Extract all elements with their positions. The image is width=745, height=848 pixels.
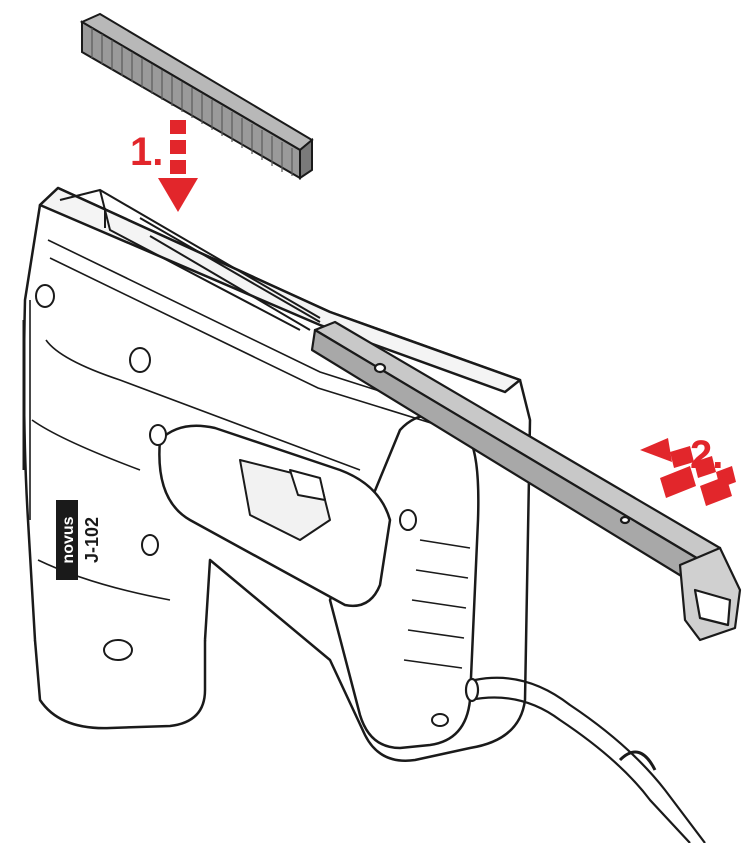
feeder-bar xyxy=(310,320,742,642)
step1-arrow-head xyxy=(158,178,198,212)
brand-plate: novus J-102 xyxy=(56,500,102,580)
brand-plate-bg xyxy=(56,500,78,580)
staple-strip-end xyxy=(299,137,313,180)
staple-strip-top xyxy=(79,12,314,152)
step1-arrow-dash3 xyxy=(170,160,186,174)
step1-arrow-dash2 xyxy=(170,140,186,154)
model-name: J-102 xyxy=(82,517,102,563)
brand-name: novus xyxy=(60,516,77,563)
stapler-handle-base xyxy=(33,639,207,730)
step2-label: 2. xyxy=(690,433,723,477)
rivet-lower xyxy=(141,534,159,556)
step1-label: 1. xyxy=(130,130,163,174)
staple-lines xyxy=(91,28,293,176)
rivet-mid xyxy=(129,347,151,373)
power-cord xyxy=(464,676,706,844)
rivet-top-left xyxy=(35,284,55,308)
stapler-top-face xyxy=(38,186,522,394)
rivet-grip xyxy=(399,509,417,531)
body-detail-lines xyxy=(22,239,471,669)
step2-arrow-head xyxy=(640,438,672,462)
stapler-body xyxy=(22,186,532,762)
rivet-lever xyxy=(149,424,167,446)
staple-strip-face xyxy=(81,20,301,180)
step1-arrow-dash1 xyxy=(170,120,186,134)
rivet-bottom xyxy=(431,713,449,727)
rivets xyxy=(35,284,449,727)
step2-arrow xyxy=(640,438,736,506)
magazine-channel xyxy=(59,188,321,331)
staple-strip xyxy=(79,12,314,180)
step1-arrow xyxy=(158,120,198,212)
rivet-handle xyxy=(103,639,133,661)
